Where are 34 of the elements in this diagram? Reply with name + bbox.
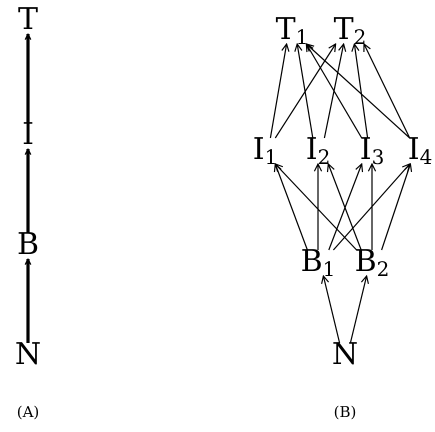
arrow	[381, 163, 412, 250]
arrow	[24, 33, 32, 123]
arrow	[306, 43, 362, 138]
arrow	[350, 275, 369, 344]
node-label: B	[16, 230, 40, 260]
arrow	[324, 43, 346, 138]
node-label: I$_{4}$	[406, 135, 434, 165]
node-label: I$_{2}$	[304, 135, 332, 165]
node-label: I$_{1}$	[252, 135, 278, 165]
arrow	[274, 163, 358, 250]
arrow	[314, 163, 322, 250]
node-label: I	[21, 120, 35, 150]
node-label: B$_{1}$	[300, 247, 336, 277]
arrow	[24, 258, 32, 343]
arrow	[332, 163, 410, 250]
arrow	[363, 43, 410, 138]
subfigure-caption: (A)	[16, 403, 40, 421]
arrow	[321, 275, 340, 344]
arrow	[294, 43, 314, 138]
arrow	[351, 43, 368, 138]
node-label: T	[17, 5, 39, 35]
node-label: I$_{3}$	[358, 135, 386, 165]
node-label: N	[330, 340, 360, 370]
arrow	[306, 43, 410, 138]
arrow	[274, 163, 308, 250]
node-label: T$_{2}$	[332, 15, 368, 45]
subfigure-caption: (B)	[334, 403, 356, 421]
arrow	[24, 148, 32, 233]
node-label: B$_{2}$	[354, 247, 390, 277]
node-label: N	[14, 340, 42, 370]
arrow	[368, 163, 376, 250]
node-label: T$_{1}$	[274, 15, 310, 45]
arrow	[274, 43, 336, 138]
arrow	[270, 43, 290, 138]
